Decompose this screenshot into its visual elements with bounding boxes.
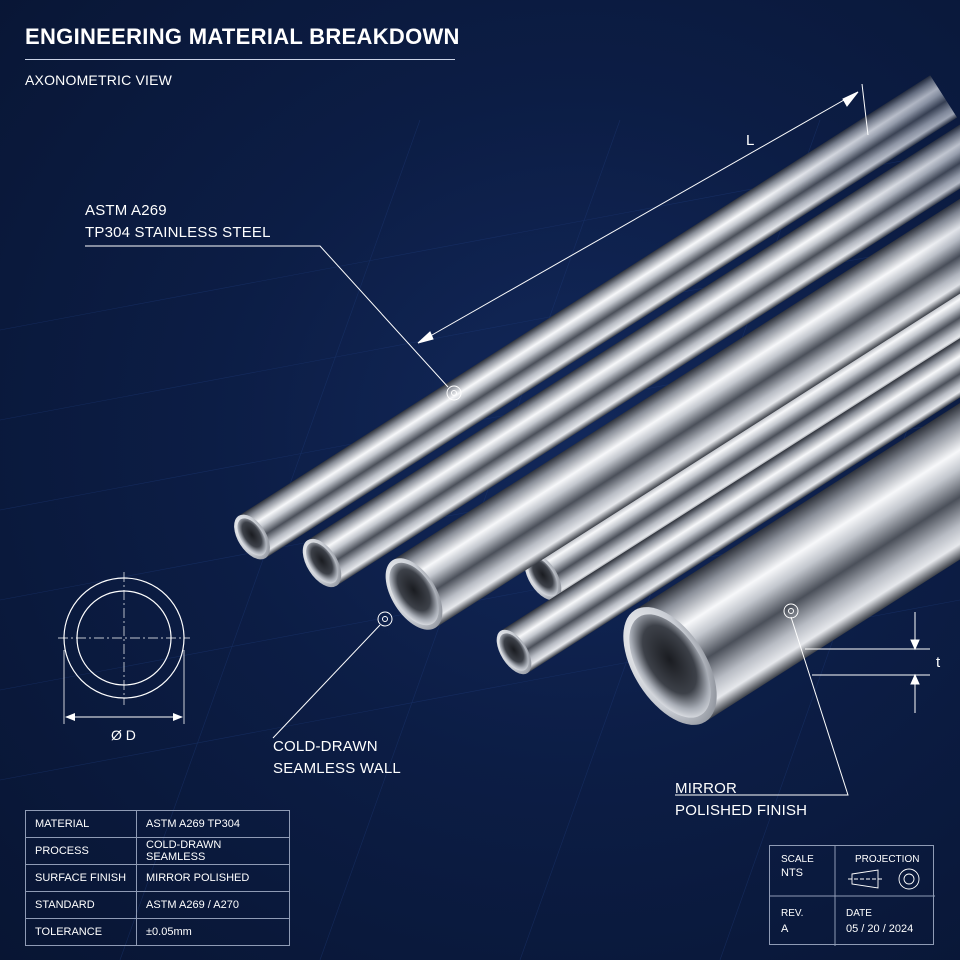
finish-callout: MIRROR POLISHED FINISH (675, 778, 807, 822)
material-callout-line2: TP304 STAINLESS STEEL (85, 224, 271, 241)
date-label: DATE (846, 908, 872, 919)
material-callout-line1: ASTM A269 (85, 202, 167, 219)
spec-key: PROCESS (25, 837, 137, 865)
spec-table: MATERIAL ASTM A269 TP304 PROCESS COLD-DR… (25, 810, 290, 946)
rev-label: REV. (781, 908, 804, 919)
spec-value: ±0.05mm (136, 918, 290, 946)
spec-key: MATERIAL (25, 810, 137, 838)
scale-value: NTS (781, 867, 803, 879)
spec-value: ASTM A269 / A270 (136, 891, 290, 919)
title-block: SCALE NTS PROJECTION REV. A DATE 05 / 20… (769, 845, 935, 946)
diameter-label: Ø D (111, 727, 136, 743)
pipe-6 (623, 234, 960, 725)
wall-callout: COLD-DRAWN SEAMLESS WALL (273, 736, 401, 780)
rev-value: A (781, 923, 789, 935)
finish-leader (675, 603, 849, 796)
pipe-4 (524, 178, 960, 601)
material-callout: ASTM A269 TP304 STAINLESS STEEL (85, 200, 271, 244)
wall-callout-line2: SEAMLESS WALL (273, 760, 401, 777)
cross-section-detail (58, 572, 190, 724)
spec-value: MIRROR POLISHED (136, 864, 290, 892)
table-row: SURFACE FINISH MIRROR POLISHED (25, 864, 290, 892)
length-dimension (417, 83, 869, 344)
thickness-dimension (805, 612, 930, 713)
spec-key: STANDARD (25, 891, 137, 919)
pipe-2 (302, 99, 960, 588)
table-row: MATERIAL ASTM A269 TP304 (25, 810, 290, 838)
projection-icon (848, 868, 920, 890)
finish-callout-line1: MIRROR (675, 780, 738, 797)
pipe-5 (496, 254, 960, 675)
pipe-1 (234, 75, 958, 560)
spec-value: COLD-DRAWN SEAMLESS (136, 837, 290, 865)
page-subtitle: AXONOMETRIC VIEW (25, 72, 173, 88)
spec-key: SURFACE FINISH (25, 864, 137, 892)
finish-callout-line2: POLISHED FINISH (675, 802, 808, 819)
scale-label: SCALE (781, 854, 814, 865)
table-row: TOLERANCE ±0.05mm (25, 918, 290, 946)
length-label: L (746, 132, 754, 149)
title-divider (25, 59, 455, 60)
spec-key: TOLERANCE (25, 918, 137, 946)
thickness-label: t (936, 654, 941, 671)
wall-leader (272, 611, 393, 739)
wall-callout-line1: COLD-DRAWN (273, 738, 378, 755)
spec-value: ASTM A269 TP304 (136, 810, 290, 838)
table-row: STANDARD ASTM A269 / A270 (25, 891, 290, 919)
title-block-grid (770, 846, 935, 946)
page-title: ENGINEERING MATERIAL BREAKDOWN (25, 24, 460, 49)
pipe-3 (385, 130, 960, 630)
material-leader (85, 245, 462, 401)
projection-label: PROJECTION (855, 854, 920, 865)
date-value: 05 / 20 / 2024 (846, 923, 914, 935)
table-row: PROCESS COLD-DRAWN SEAMLESS (25, 837, 290, 865)
